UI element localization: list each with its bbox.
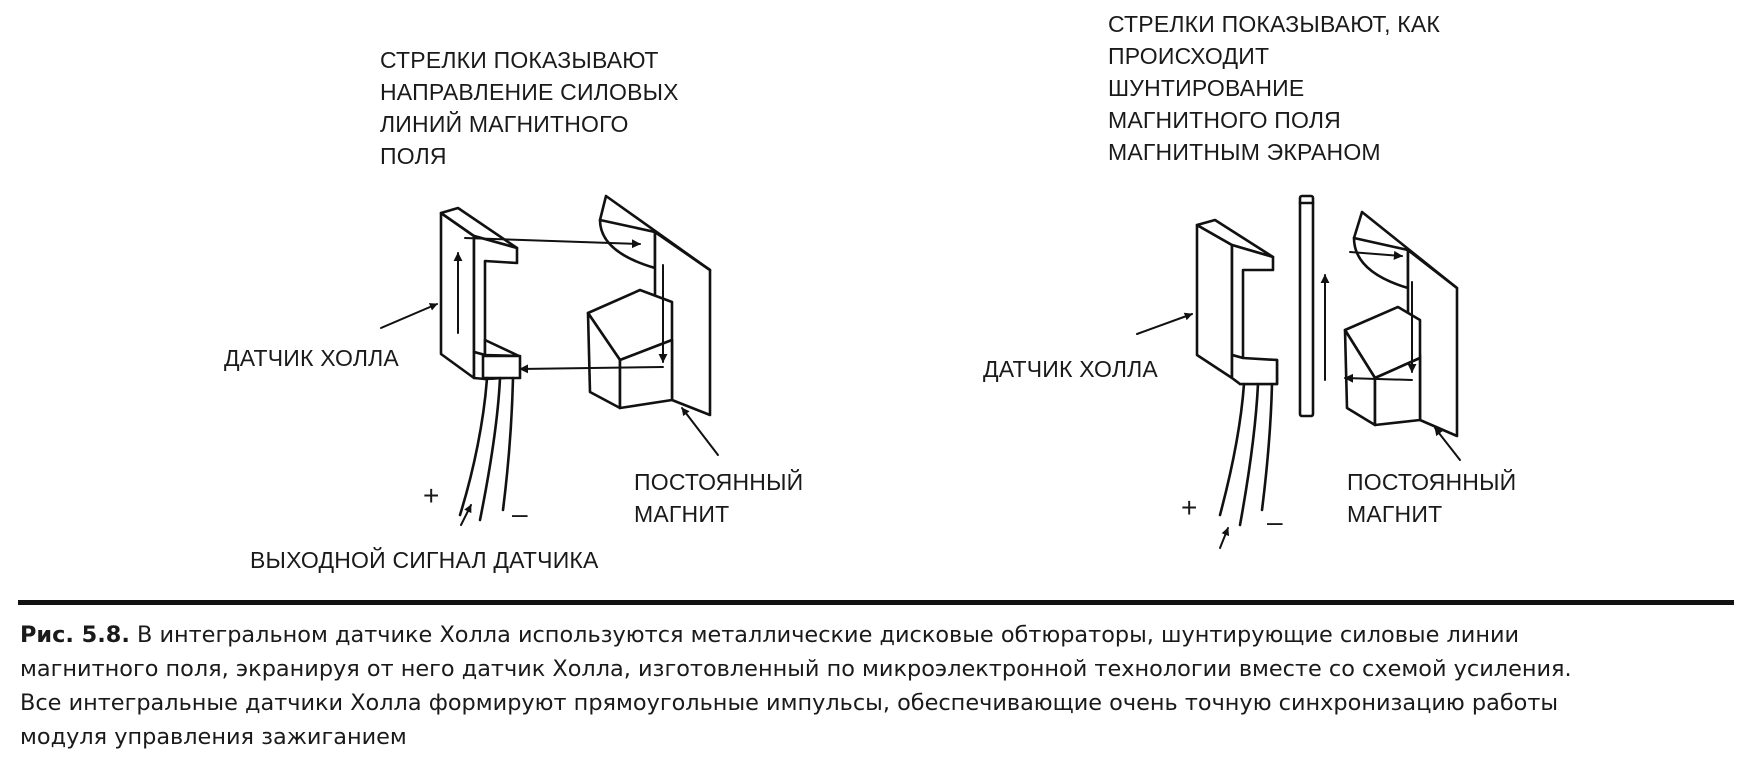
pointer-arrows-left <box>380 303 719 526</box>
field-lines-left <box>453 237 668 374</box>
field-lines-right <box>1320 250 1417 383</box>
hall-sensor-label-left-text: ДАТЧИК ХОЛЛА <box>224 345 399 371</box>
pointer-arrows-right <box>1136 312 1461 549</box>
output-signal-label: ВЫХОДНОЙ СИГНАЛ ДАТЧИКА <box>250 544 599 576</box>
arrows-note-right-line: МАГНИТНЫМ ЭКРАНОМ <box>1108 139 1381 165</box>
arrows-note-left-line: НАПРАВЛЕНИЕ СИЛОВЫХ <box>380 79 679 105</box>
magnet-label-right: ПОСТОЯННЫЙ МАГНИТ <box>1347 466 1516 530</box>
hall-sensor-label-right: ДАТЧИК ХОЛЛА <box>983 353 1158 385</box>
caption-divider <box>18 600 1734 605</box>
plus-sign-left: + <box>423 480 440 511</box>
hall-sensor-left <box>439 206 522 381</box>
caption-line-3: Все интегральные датчики Холла формируют… <box>20 690 1559 716</box>
arrows-note-left-line: ЛИНИЙ МАГНИТНОГО <box>380 111 629 137</box>
permanent-magnet-left <box>586 194 712 417</box>
arrows-note-left: СТРЕЛКИ ПОКАЗЫВАЮТ НАПРАВЛЕНИЕ СИЛОВЫХ Л… <box>380 44 679 172</box>
arrows-note-right-line: СТРЕЛКИ ПОКАЗЫВАЮТ, КАК <box>1108 11 1441 37</box>
magnet-label-left-line: ПОСТОЯННЫЙ <box>634 469 804 495</box>
sensor-leads-right <box>1218 382 1274 527</box>
diagram-drawing <box>380 194 1461 549</box>
caption-line-4: модуля управления зажиганием <box>20 724 407 750</box>
arrows-note-right-line: ПРОИСХОДИТ <box>1108 43 1270 69</box>
arrows-note-right: СТРЕЛКИ ПОКАЗЫВАЮТ, КАК ПРОИСХОДИТ ШУНТИ… <box>1108 8 1440 168</box>
arrows-note-left-line: СТРЕЛКИ ПОКАЗЫВАЮТ <box>380 47 659 73</box>
caption-line-2: магнитного поля, экранируя от него датчи… <box>20 656 1572 682</box>
minus-sign-right: – <box>1267 506 1283 537</box>
caption-text: В интегральном датчике Холла используютс… <box>129 622 1520 648</box>
magnetic-shield-plate <box>1298 194 1315 418</box>
figure-caption: Рис. 5.8. В интегральном датчике Холла и… <box>20 618 1732 754</box>
hall-sensor-label-left: ДАТЧИК ХОЛЛА <box>224 342 399 374</box>
plus-sign-right: + <box>1181 492 1198 523</box>
magnet-label-left-line: МАГНИТ <box>634 501 730 527</box>
magnet-label-left: ПОСТОЯННЫЙ МАГНИТ <box>634 466 803 530</box>
hall-sensor-right <box>1195 218 1279 386</box>
magnet-label-right-line: ПОСТОЯННЫЙ <box>1347 469 1517 495</box>
output-signal-label-text: ВЫХОДНОЙ СИГНАЛ ДАТЧИКА <box>250 547 599 573</box>
arrows-note-right-line: ШУНТИРОВАНИЕ <box>1108 75 1305 101</box>
sensor-leads-left <box>458 376 515 522</box>
permanent-magnet-right <box>1343 210 1459 438</box>
caption-line-1: Рис. 5.8. В интегральном датчике Холла и… <box>20 618 1732 652</box>
figure-number: Рис. 5.8. <box>20 622 130 648</box>
hall-sensor-label-right-text: ДАТЧИК ХОЛЛА <box>983 356 1158 382</box>
minus-sign-left: – <box>512 498 528 529</box>
arrows-note-right-line: МАГНИТНОГО ПОЛЯ <box>1108 107 1341 133</box>
figure-area: СТРЕЛКИ ПОКАЗЫВАЮТ НАПРАВЛЕНИЕ СИЛОВЫХ Л… <box>224 8 1516 576</box>
magnet-label-right-line: МАГНИТ <box>1347 501 1443 527</box>
arrows-note-left-line: ПОЛЯ <box>380 143 447 169</box>
